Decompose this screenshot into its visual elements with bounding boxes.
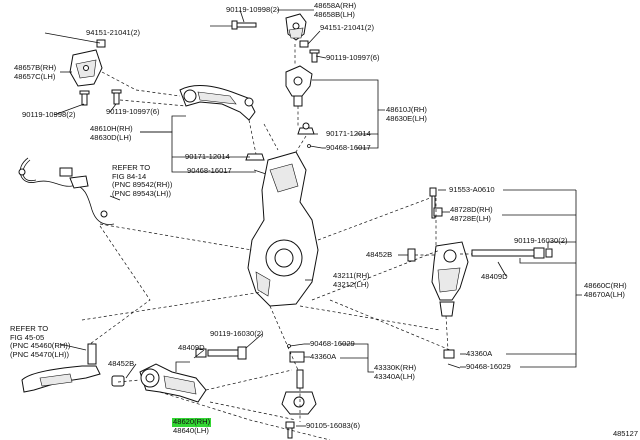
upper-arm-48610j [285,65,313,107]
label-90468-16029-right[interactable]: 90468-16029 [466,362,511,371]
bolt-90119-10997-icon [309,49,320,63]
label-43211[interactable]: 43211(RH) 43212(LH) [333,271,370,289]
label-48640-lh[interactable]: 48640(LH) [173,426,209,435]
tie-rod-end [21,343,101,393]
label-94151-left[interactable]: 94151-21041(2) [86,28,141,37]
label-90119-10998-left[interactable]: 90119-10998(2) [22,110,76,119]
bolt-90119-16030-mid-icon [195,346,247,360]
bushing-48728-icon [433,207,443,217]
label-48657[interactable]: 48657B(RH) 48657C(LH) [14,63,57,81]
label-48452b-left[interactable]: 48452B [108,359,135,368]
label-48660[interactable]: 48660C(RH) 48670A(LH) [584,281,627,299]
label-90171-right[interactable]: 90171-12014 [326,129,371,138]
bolt-91553-icon [429,187,437,219]
assembly-dashed-lines [81,44,472,440]
label-90119-16030-right[interactable]: 90119-16030(2) [514,236,568,245]
label-43330[interactable]: 43330K(RH) 43340A(LH) [374,363,417,381]
label-48658[interactable]: 48658A(RH) 48658B(LH) [314,1,357,19]
nut-43360a-right-icon [443,349,455,359]
steering-knuckle-43211 [247,151,319,307]
label-48610h[interactable]: 48610H(RH) 48630D(LH) [90,124,133,142]
abs-sensor-wire [18,157,115,225]
label-refer-fig-45-05[interactable]: REFER TO FIG 45-05 (PNC 45460(RH)) (PNC … [10,324,71,359]
nut-94151-left-icon [96,39,106,48]
bracket-48657 [69,49,103,87]
cotter-pin-90468-left-icon [253,169,267,175]
leader-lines [44,9,582,427]
figure-code: 485127 [612,429,638,438]
ball-joint-43330 [281,369,317,415]
bolt-90105-icon [285,421,295,439]
cotter-pin-90468-right-icon [307,144,323,149]
label-90468-right[interactable]: 90468-16017 [326,143,371,152]
label-43360a-right[interactable]: 43360A [466,349,493,358]
bolt-90119-16030-right-icon [471,247,553,259]
nut-90171-left-icon [245,153,265,161]
label-94151-right[interactable]: 94151-21041(2) [320,23,375,32]
label-91553[interactable]: 91553-A0610 [449,185,495,194]
label-48409d-right[interactable]: 48409D [481,272,508,281]
label-90119-10998-top[interactable]: 90119-10998(2) [226,5,280,14]
label-48620-rh[interactable]: 48620(RH) [172,417,212,427]
label-90468-left[interactable]: 90468-16017 [187,166,232,175]
nut-top-right-icon [299,40,309,48]
label-90105[interactable]: 90105-16083(6) [306,421,361,430]
lower-arm-48660 [431,241,469,317]
label-43360a-mid[interactable]: 43360A [310,352,337,361]
label-90119-10997[interactable]: 90119-10997(6) [326,53,380,62]
label-48728[interactable]: 48728D(RH) 48728E(LH) [450,205,493,223]
upper-arm-48610h [179,85,256,121]
label-refer-fig-84-14[interactable]: REFER TO FIG 84-14 (PNC 89542(RH)) (PNC … [112,163,173,198]
label-48610j[interactable]: 48610J(RH) 48630E(LH) [386,105,427,123]
label-90119-10997-left[interactable]: 90119-10997(6) [106,107,160,116]
lower-arm-48620 [139,363,207,403]
label-90171-left[interactable]: 90171-12014 [185,152,230,161]
upper-arm-bracket-48658 [285,13,307,41]
bolt-left-small-icon [79,89,122,106]
label-90468-16029-mid[interactable]: 90468-16029 [310,339,355,348]
label-90119-16030-mid[interactable]: 90119-16030(2) [210,329,264,338]
bolt-top-left-icon [231,20,257,30]
washer-48452b-right-icon [407,248,416,262]
label-48409d-mid[interactable]: 48409D [178,343,205,352]
cotter-pin-90468-16029-mid-icon [287,343,305,348]
nut-90171-right-icon [297,122,315,135]
label-48452b-right[interactable]: 48452B [366,250,393,259]
cotter-pin-90468-16029-right-icon [447,363,461,369]
washer-48452b-left-icon [111,375,125,387]
